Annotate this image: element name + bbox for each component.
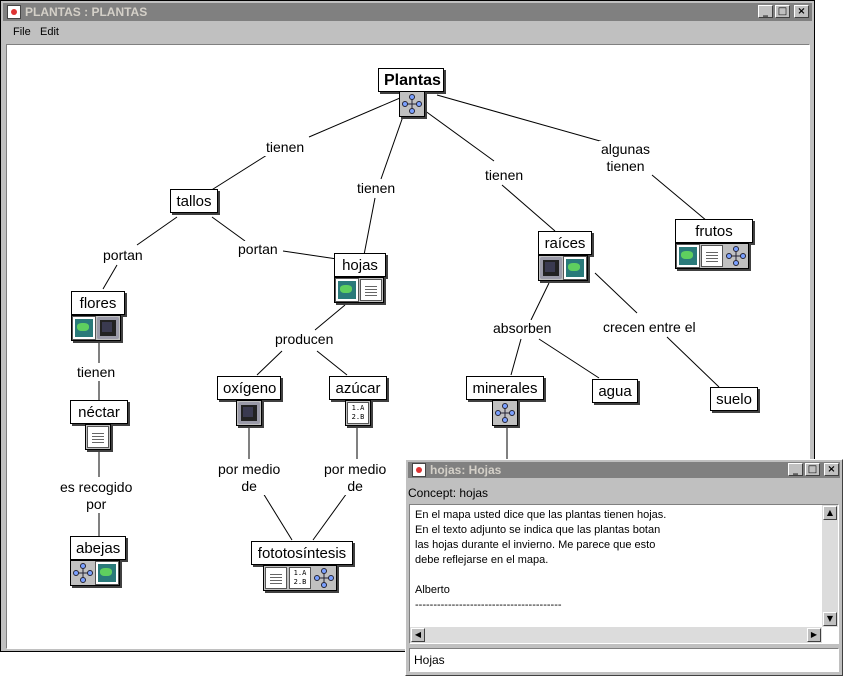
link-label-tienen-nectar[interactable]: tienen — [75, 364, 118, 381]
note-maximize-button[interactable]: □ — [805, 463, 820, 476]
link-label-producen[interactable]: producen — [273, 331, 336, 348]
resources-minerales — [492, 400, 518, 426]
text-list-icon[interactable]: 1.A 2.B — [289, 567, 311, 589]
link-label-absorben[interactable]: absorben — [491, 320, 554, 337]
concept-abejas[interactable]: abejas — [70, 536, 126, 560]
document-icon[interactable] — [360, 279, 382, 301]
close-button[interactable]: × — [794, 5, 809, 18]
note-footer-field[interactable]: Hojas — [409, 648, 839, 672]
link-label-es-recogido-por[interactable]: es recogido por — [58, 479, 135, 513]
concept-map-icon[interactable] — [494, 402, 516, 424]
link-label-portan-flores[interactable]: portan — [101, 247, 145, 264]
image-icon[interactable] — [95, 561, 119, 585]
link-label-algunas-tienen[interactable]: algunas tienen — [599, 141, 653, 175]
note-text-area[interactable]: En el mapa usted dice que las plantas ti… — [409, 504, 839, 644]
scroll-up-icon[interactable]: ▲ — [823, 506, 837, 520]
concept-map-icon[interactable] — [725, 245, 747, 267]
concept-azucar[interactable]: azúcar — [329, 376, 387, 400]
app-icon — [412, 463, 426, 477]
resources-nectar — [85, 424, 111, 450]
scroll-left-icon[interactable]: ◀ — [411, 628, 425, 642]
document-icon[interactable] — [701, 245, 723, 267]
vertical-scrollbar[interactable]: ▲ ▼ — [822, 505, 838, 627]
note-body[interactable]: En el mapa usted dice que las plantas ti… — [415, 509, 667, 611]
menu-edit[interactable]: Edit — [40, 26, 59, 38]
video-icon[interactable] — [540, 257, 562, 279]
link-label-portan-hojas[interactable]: portan — [236, 241, 280, 258]
resources-oxigeno — [236, 400, 262, 426]
resources-plantas — [399, 91, 425, 117]
menu-file[interactable]: File — [13, 26, 31, 38]
link-label-por-medio-de-1[interactable]: por medio de — [216, 461, 283, 495]
link-label-tienen-hojas[interactable]: tienen — [355, 180, 398, 197]
video-icon[interactable] — [238, 402, 260, 424]
concept-hojas[interactable]: hojas — [334, 253, 386, 277]
concept-raices[interactable]: raíces — [538, 231, 592, 255]
scroll-down-icon[interactable]: ▼ — [823, 612, 837, 626]
concept-plantas[interactable]: Plantas — [378, 68, 444, 92]
concept-map-icon[interactable] — [72, 562, 94, 584]
image-icon[interactable] — [676, 244, 700, 268]
concept-fotosintesis[interactable]: fototosíntesis — [251, 541, 353, 565]
app-icon — [7, 5, 21, 19]
concept-agua[interactable]: agua — [592, 379, 638, 403]
document-icon[interactable] — [265, 567, 287, 589]
concept-nectar[interactable]: néctar — [70, 400, 128, 424]
image-icon[interactable] — [335, 278, 359, 302]
scroll-right-icon[interactable]: ▶ — [807, 628, 821, 642]
resources-flores — [71, 315, 121, 341]
resources-raices — [538, 255, 588, 281]
link-label-tienen-raices[interactable]: tienen — [483, 167, 526, 184]
concept-map-icon[interactable] — [401, 93, 423, 115]
link-label-crecen-entre-el[interactable]: crecen entre el — [601, 319, 698, 336]
concept-flores[interactable]: flores — [71, 291, 125, 315]
note-close-button[interactable]: × — [824, 463, 839, 476]
minimize-button[interactable]: _ — [758, 5, 773, 18]
resources-frutos — [675, 243, 749, 269]
link-lines — [98, 94, 720, 541]
concept-map-icon[interactable] — [313, 567, 335, 589]
image-icon[interactable] — [563, 256, 587, 280]
concept-frutos[interactable]: frutos — [675, 219, 753, 243]
note-window-title: hojas: Hojas — [430, 463, 502, 477]
link-label-tienen-tallos[interactable]: tienen — [264, 139, 307, 156]
resources-azucar: 1.A 2.B — [345, 400, 371, 426]
note-title-bar[interactable]: hojas: Hojas _ □ × — [408, 462, 840, 478]
resources-fotosintesis: 1.A 2.B — [263, 565, 337, 591]
text-list-icon[interactable]: 1.A 2.B — [347, 402, 369, 424]
text-list-glyph: 1.A 2.B — [293, 569, 307, 586]
note-concept-line: Concept: hojas — [408, 486, 489, 500]
document-icon[interactable] — [87, 426, 109, 448]
concept-tallos[interactable]: tallos — [170, 189, 218, 213]
concept-oxigeno[interactable]: oxígeno — [217, 376, 281, 400]
concept-minerales[interactable]: minerales — [466, 376, 544, 400]
concept-suelo[interactable]: suelo — [710, 387, 758, 411]
note-minimize-button[interactable]: _ — [788, 463, 803, 476]
maximize-button[interactable]: □ — [775, 5, 790, 18]
resources-abejas — [70, 560, 120, 586]
main-window-title: PLANTAS : PLANTAS — [25, 5, 148, 19]
note-window: hojas: Hojas _ □ × Concept: hojas En el … — [405, 459, 843, 676]
resources-hojas — [334, 277, 384, 303]
video-icon[interactable] — [97, 317, 119, 339]
link-label-por-medio-de-2[interactable]: por medio de — [322, 461, 389, 495]
image-icon[interactable] — [72, 316, 96, 340]
text-list-glyph: 1.A 2.B — [351, 404, 365, 421]
main-title-bar[interactable]: PLANTAS : PLANTAS _ □ × — [3, 3, 812, 21]
horizontal-scrollbar[interactable]: ◀ ▶ — [410, 627, 822, 643]
